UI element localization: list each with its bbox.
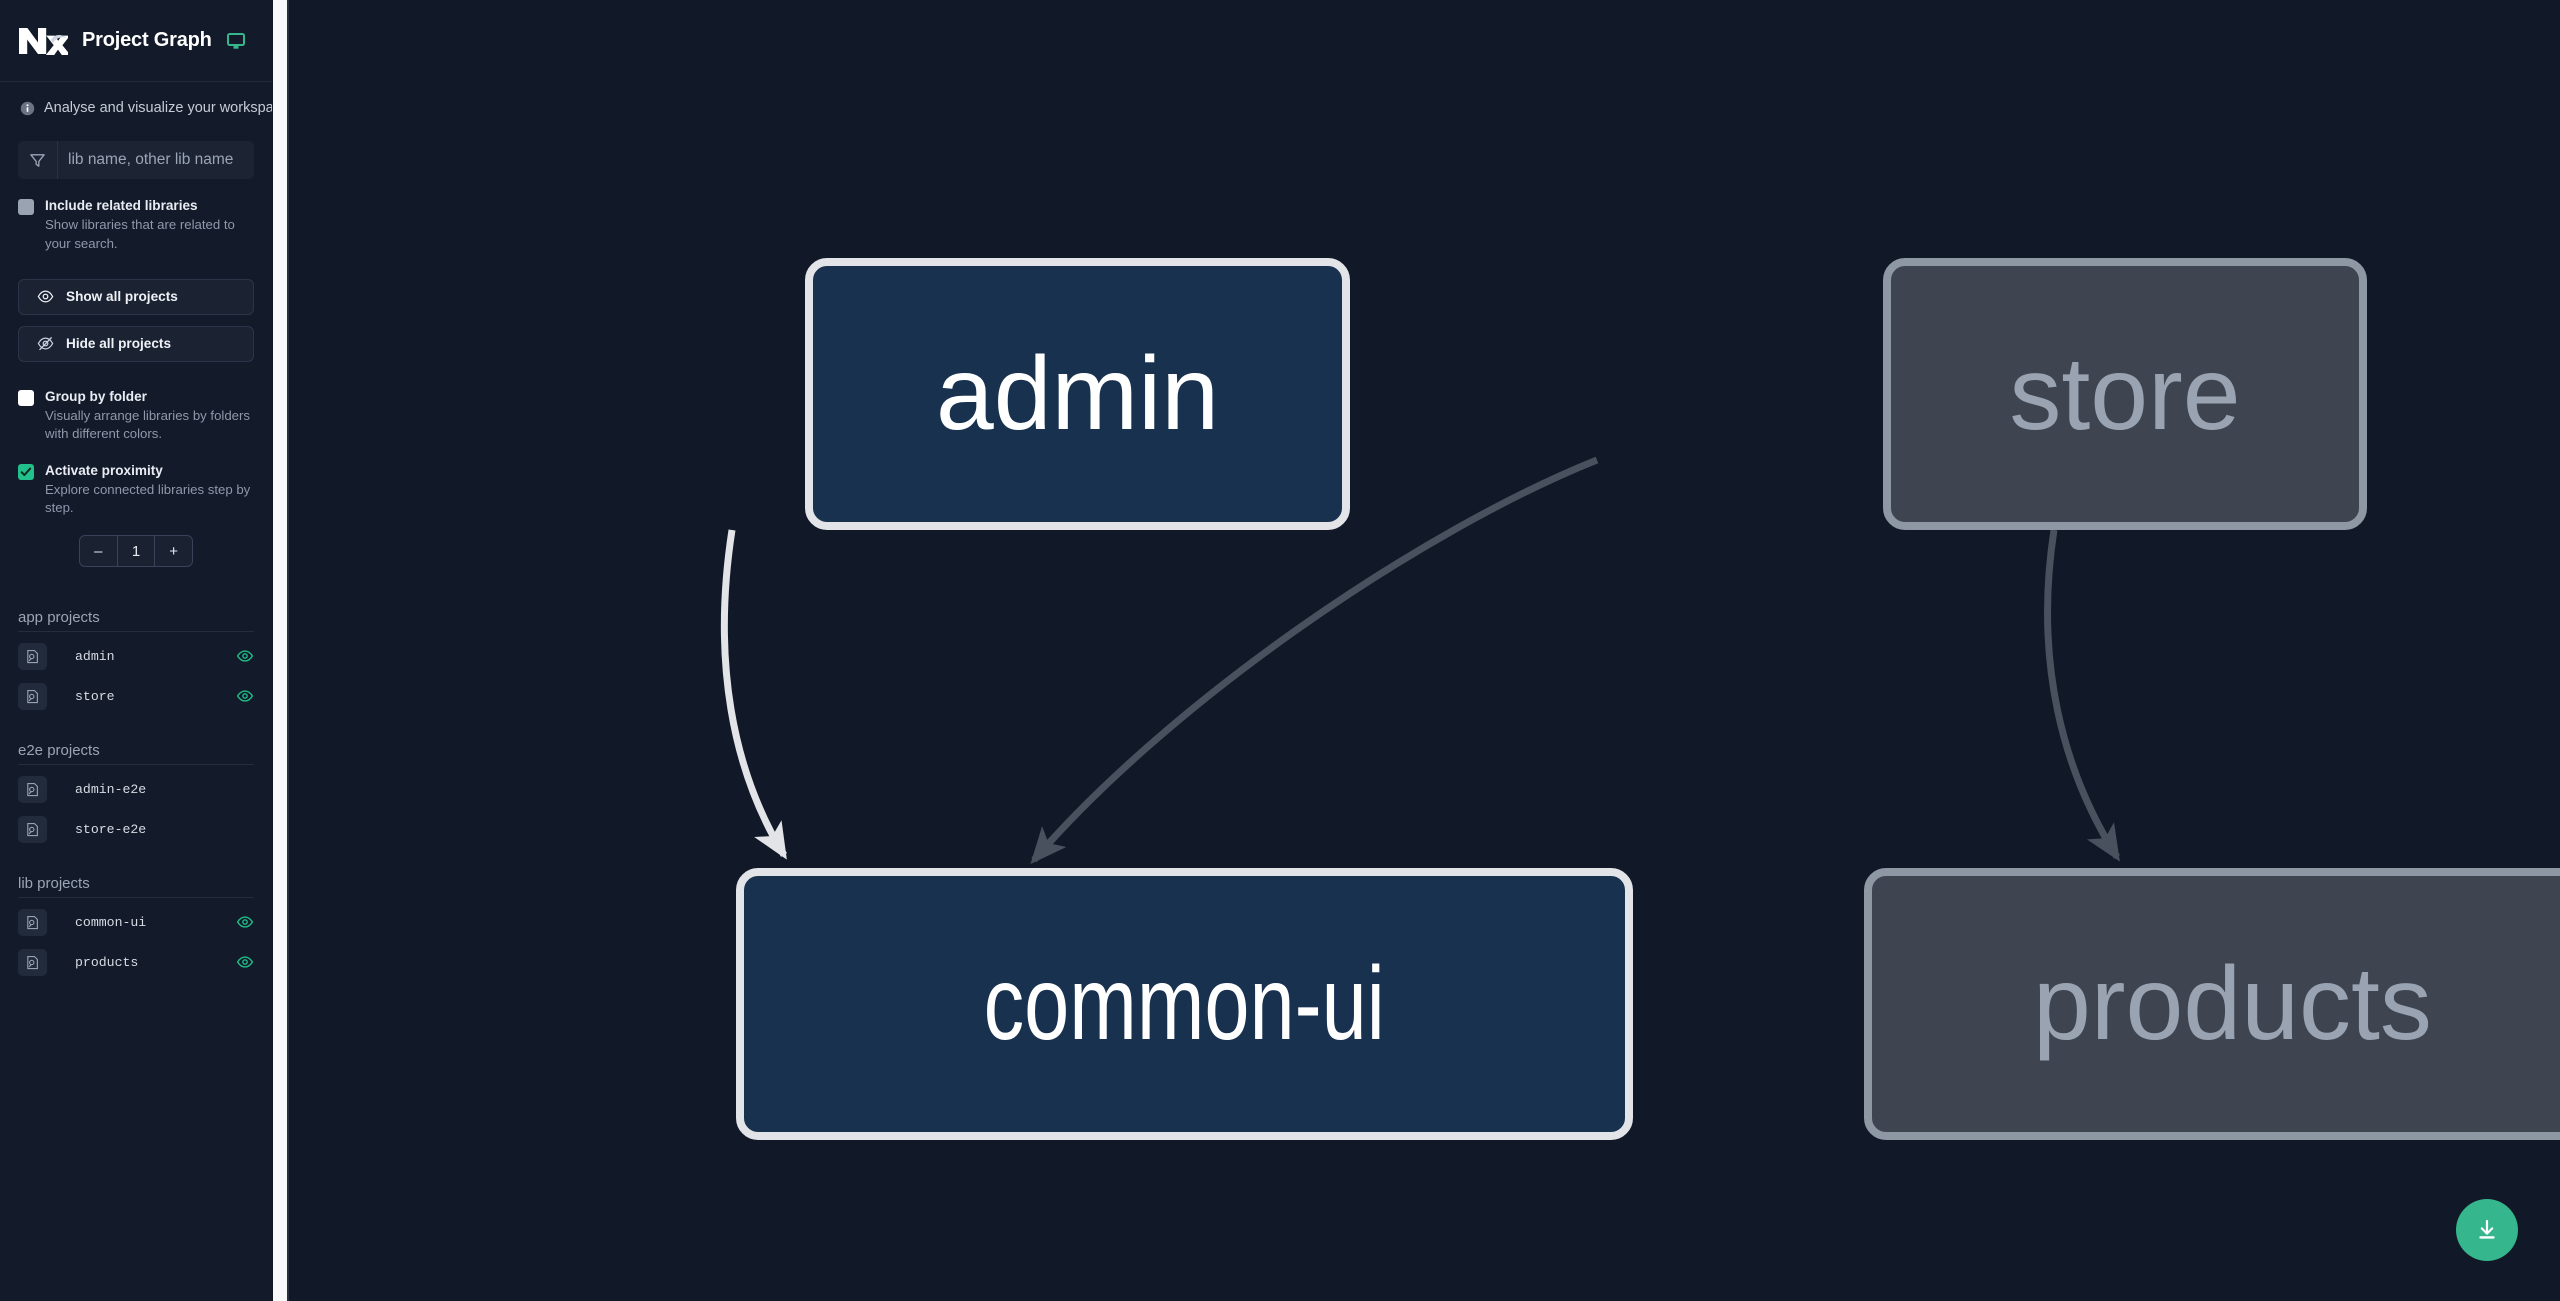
nx-logo-icon [19,27,68,55]
sidebar-scrollbar[interactable] [273,0,288,1301]
project-file-icon [18,908,47,936]
funnel-icon [18,141,58,179]
group-by-folder-checkbox[interactable] [18,389,34,406]
include-related-description: Show libraries that are related to your … [45,217,235,251]
graph-node-products[interactable]: products [1864,868,2560,1140]
graph-node-common-ui[interactable]: common-ui [736,868,1633,1140]
project-group-title: lib projects [18,875,254,899]
graph-node-label: admin [935,336,1220,452]
graph-node-label: store [2009,336,2241,452]
hide-all-projects-button[interactable]: Hide all projects [18,325,254,362]
download-icon [2479,1219,2495,1239]
option-activate-proximity[interactable]: Activate proximity Explore connected lib… [0,462,272,518]
group-by-folder-label: Group by folder [45,388,147,404]
project-name: products [75,954,139,970]
project-list-item-products[interactable]: products [18,942,254,982]
proximity-stepper[interactable]: – 1 + [79,535,193,568]
project-file-icon [18,682,47,710]
info-icon [20,101,35,115]
project-name: store [75,688,115,704]
proximity-decrement-button[interactable]: – [94,542,103,560]
project-lists: app projects admin store e2e projects admin-… [0,609,272,982]
project-name: store-e2e [75,821,147,837]
graph-node-label: common-ui [983,946,1386,1062]
project-list-item-common-ui[interactable]: common-ui [18,902,254,942]
monitor-icon[interactable] [226,31,246,51]
project-list-item-store[interactable]: store [18,676,254,716]
project-group: app projects admin store [18,609,254,716]
project-group: e2e projects admin-e2e store-e2e [18,742,254,849]
edge-store-to-common-ui [1030,456,1599,865]
graph-node-admin[interactable]: admin [805,258,1350,530]
project-list-item-store-e2e[interactable]: store-e2e [18,809,254,849]
graph-node-store[interactable]: store [1883,258,2367,530]
project-file-icon [18,815,47,843]
activate-proximity-checkbox[interactable] [18,463,34,480]
tagline-text: Analyse and visualize your workspace. [44,100,294,116]
activate-proximity-description: Explore connected libraries step by step… [45,481,251,516]
group-by-folder-description: Visually arrange libraries by folders wi… [45,408,250,442]
proximity-increment-button[interactable]: + [169,542,179,560]
page-title: Project Graph [82,29,212,51]
graph-node-label: products [2033,946,2432,1062]
project-visibility-eye-icon[interactable] [236,647,254,665]
eye-off-icon [37,337,54,351]
project-visibility-eye-icon[interactable] [236,687,254,705]
project-name: common-ui [75,914,147,930]
edge-store-to-products [2044,529,2120,862]
hide-all-projects-label: Hide all projects [66,336,172,352]
project-group-title: e2e projects [18,742,254,766]
sidebar-header: Project Graph [0,0,272,82]
project-name: admin [75,648,115,664]
project-list-item-admin-e2e[interactable]: admin-e2e [18,769,254,809]
include-related-label: Include related libraries [45,198,198,213]
edge-admin-to-common-ui [720,529,787,860]
project-name: admin-e2e [75,781,147,797]
project-visibility-eye-icon[interactable] [236,913,254,931]
show-all-projects-button[interactable]: Show all projects [18,278,254,315]
show-all-projects-label: Show all projects [66,289,178,305]
sidebar-divider [287,0,289,1301]
project-visibility-eye-icon[interactable] [236,953,254,971]
download-image-button[interactable] [2456,1199,2518,1261]
search-input[interactable] [58,141,254,179]
project-file-icon [18,948,47,976]
graph-canvas[interactable]: admin store common-ui products [272,0,2560,1301]
project-file-icon [18,642,47,670]
graph-edges [720,456,2120,865]
project-group-title: app projects [18,609,254,633]
proximity-value: 1 [116,536,156,567]
project-file-icon [18,775,47,803]
eye-icon [37,290,54,303]
project-list-item-admin[interactable]: admin [18,636,254,676]
sidebar: Project Graph Analyse and visualize your… [0,0,293,1301]
search-box[interactable] [18,141,254,179]
activate-proximity-label: Activate proximity [45,462,163,478]
check-icon [20,467,32,476]
tagline: Analyse and visualize your workspace. [0,82,293,116]
option-group-by-folder[interactable]: Group by folder Visually arrange librari… [0,388,272,444]
project-group: lib projects common-ui products [18,875,254,982]
option-include-related-libraries[interactable]: Include related libraries Show libraries… [0,197,272,253]
include-related-checkbox[interactable] [18,199,34,215]
